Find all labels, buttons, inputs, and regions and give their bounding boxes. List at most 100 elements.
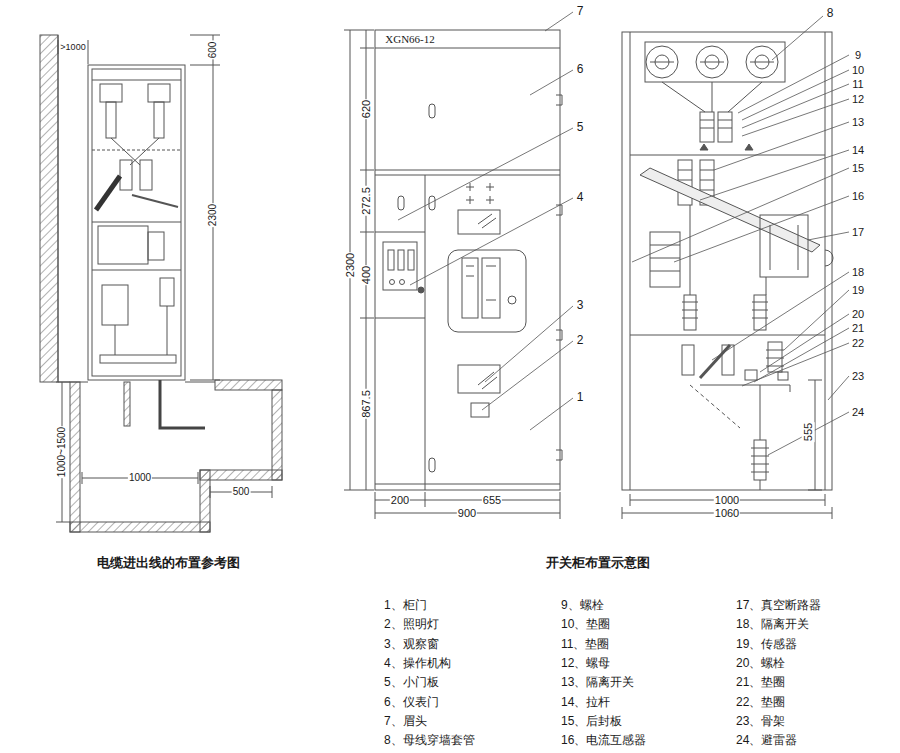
leader-lines	[398, 12, 573, 430]
front-view-figure-part	[466, 183, 494, 204]
callout-number: 2	[576, 334, 585, 348]
front-view-figure-part	[482, 258, 500, 318]
side-view-figure-part	[754, 295, 766, 330]
part-list-item: 4、操作机构	[383, 657, 452, 671]
part-list-item: 13、隔离开关	[560, 676, 635, 690]
front-view-figure-part	[375, 175, 560, 176]
cable-layout-figure-part	[70, 522, 210, 532]
dimension-label: 2300	[207, 203, 219, 227]
front-view-figure-part	[400, 280, 405, 285]
side-view-figure-part	[700, 112, 714, 142]
side-view-figure-part	[630, 155, 825, 156]
leader-lines-part	[808, 232, 849, 240]
cable-layout-figure-part	[92, 69, 181, 376]
cable-layout-figure-part	[70, 382, 80, 532]
leader-lines-part	[530, 398, 573, 430]
part-list-item: 1、柜门	[383, 599, 428, 613]
callout-number: 24	[851, 406, 865, 419]
side-view-figure-part	[770, 225, 798, 270]
leader-lines-part	[738, 55, 849, 113]
dimension-label: 900	[457, 507, 477, 520]
leader-lines-part	[674, 196, 849, 262]
callout-number: 3	[576, 299, 585, 313]
leader-lines-part	[482, 341, 573, 410]
cable-layout-figure-part	[160, 278, 174, 306]
callout-number: 8	[826, 7, 835, 21]
front-view-figure-part	[375, 232, 425, 233]
side-view-figure-part	[760, 480, 761, 490]
dimension-label: 1000	[128, 472, 152, 484]
cable-layout-figure-part	[56, 382, 70, 522]
part-list-item: 10、垫圈	[560, 618, 611, 632]
part-list-item: 2、照明灯	[383, 618, 440, 632]
cable-layout-figure-part	[100, 84, 122, 102]
cable-layout-figure-part	[160, 380, 205, 428]
dimension-label: 272.5	[360, 186, 373, 216]
callout-number: 23	[851, 370, 865, 383]
leader-lines-part	[714, 122, 849, 170]
leader-lines-part	[398, 128, 573, 220]
cable-layout-figure-part	[92, 222, 181, 223]
cable-layout-figure-part	[92, 150, 181, 151]
front-view-figure-part	[466, 266, 496, 300]
front-view-figure-part	[429, 458, 435, 472]
side-view-figure-part	[645, 42, 785, 82]
side-view-figure-part	[650, 232, 680, 287]
leader-lines-part	[410, 198, 573, 285]
cable-layout-figure-part	[92, 80, 181, 81]
leader-lines-part	[530, 70, 573, 95]
cable-layout-figure-part	[210, 486, 272, 498]
front-view-figure-part	[388, 250, 394, 270]
dimension-label: 555	[802, 422, 815, 442]
callout-number: 7	[576, 5, 585, 19]
side-view-figure-part	[752, 302, 768, 318]
leader-lines-part	[632, 168, 849, 262]
part-list-item: 11、垫圈	[560, 638, 610, 652]
side-view-figure-part	[700, 385, 790, 392]
leader-lines-part	[742, 84, 849, 128]
side-view-figure-part	[700, 144, 753, 150]
front-view-figure-part	[471, 403, 489, 417]
cable-layout-figure-part	[92, 270, 181, 271]
side-view-figure-part	[650, 245, 680, 271]
side-view-figure-part	[825, 250, 833, 266]
dimension-label: 400	[360, 265, 373, 285]
dimension-label: 620	[360, 99, 373, 119]
cable-layout-figure-part	[115, 306, 167, 355]
part-list-item: 6、仪表门	[383, 696, 440, 710]
figure-caption: 电缆进出线的布置参考图	[96, 556, 241, 571]
cable-layout-figure-part	[82, 472, 198, 484]
cable-layout-figure-part	[106, 102, 116, 138]
callout-number: 11	[851, 78, 864, 91]
front-view-figure-part	[508, 296, 516, 304]
part-list-item: 7、眉头	[383, 715, 428, 729]
side-view-figure-part	[760, 215, 808, 277]
part-list-item: 15、后封板	[560, 715, 623, 729]
side-view-figure-part	[630, 494, 825, 506]
leader-lines-part	[754, 328, 849, 382]
front-view-figure-part	[458, 210, 500, 234]
front-view-figure	[344, 30, 562, 519]
leader-lines-part	[742, 70, 849, 120]
cable-layout-figure-part	[215, 380, 282, 390]
part-list-item: 5、小门板	[383, 676, 440, 690]
cable-layout-figure-part	[88, 65, 185, 380]
part-list-item: 21、垫圈	[735, 676, 786, 690]
cable-layout-figure-part	[58, 40, 59, 54]
side-view-figure-part	[630, 32, 631, 490]
callout-number: 13	[851, 116, 865, 129]
callout-number: 14	[851, 144, 865, 157]
side-view-figure-part	[718, 112, 732, 142]
dimension-label: 500	[232, 486, 251, 498]
front-view-figure-part	[462, 258, 478, 318]
front-view-figure-part	[398, 250, 404, 270]
callout-number: 18	[851, 266, 865, 279]
side-view-figure-part	[650, 62, 774, 63]
side-view-figure-part	[684, 295, 696, 330]
front-view-figure-part	[418, 287, 424, 293]
front-view-figure-part	[448, 250, 526, 332]
front-view-figure-part	[360, 48, 374, 490]
front-view-figure-part	[344, 30, 374, 490]
cable-layout-figure-part	[124, 382, 130, 426]
part-list-item: 12、螺母	[560, 657, 611, 671]
